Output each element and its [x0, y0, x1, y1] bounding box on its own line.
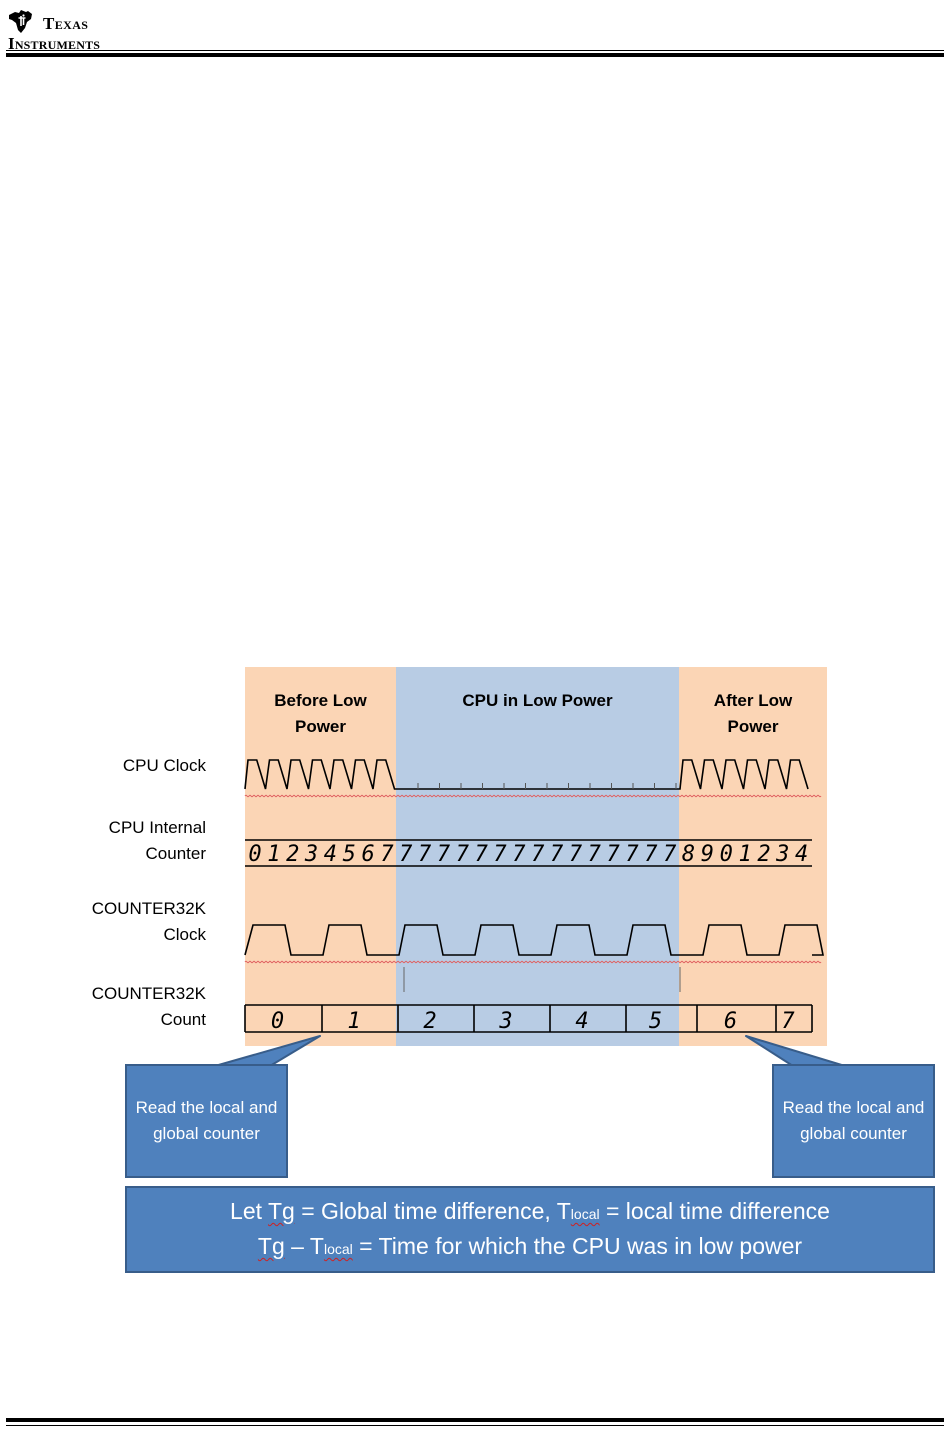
zone-title-low: CPU in Low Power: [462, 691, 613, 710]
cpu-counter-digit: 7: [531, 842, 545, 867]
cpu-counter-digit: 7: [663, 842, 677, 867]
ti-bug-icon: [9, 10, 32, 33]
label-cpu-clock: CPU Clock: [122, 756, 206, 775]
counter32k-clock-trace: [244, 924, 824, 956]
label-counter32k-count: COUNTER32K Count: [91, 984, 206, 1029]
cpu-counter-digit: 2: [286, 842, 299, 867]
ti-logo: Texas Instruments: [6, 7, 166, 53]
cpu-counter-digit: 3: [304, 842, 318, 867]
cpu-counter-digit: 8: [682, 842, 695, 867]
formula-line-1: Let Tg = Global time difference, Tlocal …: [230, 1198, 830, 1224]
counter32k-count-value: 2: [423, 1009, 436, 1034]
cpu-counter-digit: 7: [493, 842, 507, 867]
cpu-counter-digit: 0: [720, 842, 733, 867]
callout-read-counters-left: Read the local and global counter: [125, 1064, 288, 1178]
callout-pointer-right: [745, 1035, 846, 1067]
cpu-counter-digit: 7: [475, 842, 489, 867]
formula-box: Let Tg = Global time difference, Tlocal …: [125, 1186, 935, 1273]
counter32k-count-value: 3: [498, 1009, 512, 1034]
zone-title-after: After Low Power: [713, 691, 793, 736]
cpu-counter-digit: 7: [418, 842, 432, 867]
cpu-counter-digit: 7: [456, 842, 470, 867]
cpu-counter-digit: 7: [380, 842, 394, 867]
zone-before-low-power: [245, 667, 396, 1046]
cpu-clock-waveform: [244, 759, 822, 798]
cpu-counter-digit: 1: [738, 842, 751, 867]
cpu-counter-digit: 6: [361, 842, 374, 867]
cpu-counter-digit: 7: [644, 842, 658, 867]
cpu-counter-digit: 4: [795, 842, 808, 867]
logo-text-line1: Texas: [43, 14, 89, 33]
cpu-counter-digit: 5: [343, 842, 356, 867]
counter32k-count-value: 5: [649, 1009, 662, 1034]
counter32k-clock-underline: [244, 960, 822, 964]
counter32k-count-bus: 0 1 2 3 4 5 6 7: [244, 1004, 813, 1034]
header-rule: [6, 50, 944, 57]
cpu-counter-digit: 9: [701, 842, 714, 867]
footer-rule: [6, 1418, 944, 1427]
label-cpu-internal-counter: CPU Internal Counter: [108, 818, 206, 863]
cpu-counter-digit: 3: [775, 842, 789, 867]
counter32k-clock-waveform: [244, 924, 824, 992]
counter32k-count-value: 4: [575, 1009, 588, 1034]
cpu-clock-underline: [244, 794, 822, 798]
logo-text-line2: Instruments: [8, 34, 101, 53]
counter32k-count-value: 7: [781, 1009, 795, 1034]
cpu-counter-digit: 7: [550, 842, 564, 867]
label-counter32k-clock: COUNTER32K Clock: [91, 899, 206, 944]
cpu-counter-digit: 7: [588, 842, 602, 867]
cpu-counter-digit: 7: [512, 842, 526, 867]
cpu-clock-trace: [244, 759, 809, 790]
callout-read-counters-right: Read the local and global counter: [772, 1064, 935, 1178]
cpu-counter-digit: 7: [437, 842, 451, 867]
cpu-counter-digit: 2: [757, 842, 770, 867]
zone-title-before: Before Low Power: [274, 691, 367, 736]
cpu-counter-digit: 1: [267, 842, 280, 867]
callout-pointers: [214, 1035, 846, 1067]
callout-pointer-left: [214, 1035, 321, 1067]
cpu-counter-digit: 7: [569, 842, 583, 867]
formula-line-2: Tg – Tlocal = Time for which the CPU was…: [257, 1233, 803, 1259]
counter32k-count-value: 6: [724, 1009, 737, 1034]
cpu-counter-digit: 4: [324, 842, 337, 867]
counter32k-count-value: 1: [347, 1009, 360, 1034]
zone-after-low-power: [679, 667, 827, 1046]
cpu-counter-digit: 7: [399, 842, 413, 867]
cpu-counter-digit: 7: [607, 842, 621, 867]
counter32k-count-value: 0: [271, 1009, 284, 1034]
cpu-counter-digit: 7: [625, 842, 639, 867]
zone-cpu-low-power: [396, 667, 679, 1046]
cpu-counter-digit: 0: [248, 842, 261, 867]
